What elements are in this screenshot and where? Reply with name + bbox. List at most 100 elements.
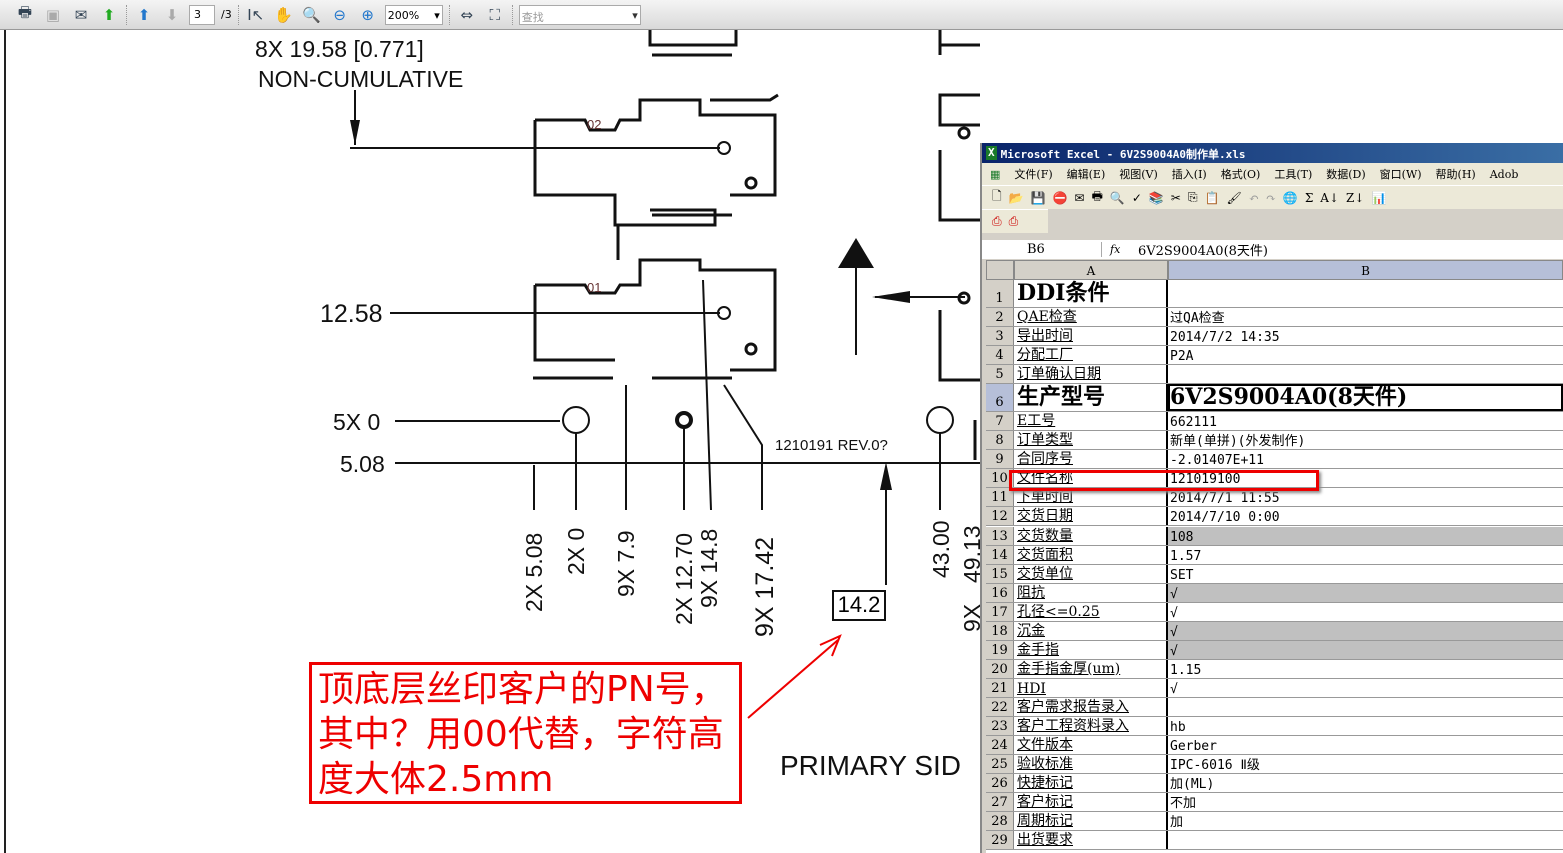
cell-b[interactable]: √ — [1168, 621, 1563, 640]
row-header[interactable]: 6 — [986, 384, 1014, 412]
paste-icon[interactable]: 📋 — [1204, 190, 1220, 205]
row-header[interactable]: 2 — [986, 308, 1014, 327]
row-header[interactable]: 17 — [986, 602, 1014, 621]
cell-a[interactable]: 客户工程资料录入 — [1014, 717, 1168, 736]
cell-b[interactable]: IPC-6016 Ⅱ级 — [1170, 758, 1260, 774]
redo-icon[interactable]: ↷ — [1265, 190, 1276, 205]
cell-b[interactable]: √ — [1168, 640, 1563, 659]
cell-a[interactable]: 金手指金厚(um) — [1014, 659, 1168, 678]
cell-a[interactable]: 出货要求 — [1014, 831, 1168, 850]
new-icon[interactable]: 🗋 — [992, 189, 1002, 203]
pdf-comment-icon[interactable]: ⎙ — [1008, 214, 1019, 228]
row-header[interactable]: 4 — [986, 346, 1014, 365]
menu-data[interactable]: 数据(D) — [1326, 168, 1366, 181]
fit-page-icon[interactable]: ⛶ — [489, 5, 500, 24]
format-painter-icon[interactable]: 🖌 — [1226, 190, 1242, 205]
cell-b[interactable]: 加 — [1170, 815, 1184, 831]
open-icon[interactable]: 📂 — [1008, 190, 1024, 205]
select-all-corner[interactable] — [986, 260, 1014, 280]
cell-b[interactable]: -2.01407E+11 — [1170, 453, 1264, 469]
menu-edit[interactable]: 编辑(E) — [1066, 168, 1106, 181]
zoom-out-icon[interactable]: ⊖ — [333, 5, 346, 24]
cell-b[interactable]: 2014/7/2 14:35 — [1170, 330, 1280, 346]
pdf-convert-icon[interactable]: ⎙ — [992, 214, 1002, 228]
cell-a[interactable]: 孔径<=0.25 — [1014, 602, 1168, 621]
email-icon[interactable]: ✉ — [1074, 190, 1085, 205]
cell-a[interactable]: 下单时间 — [1014, 488, 1168, 507]
cell-a[interactable]: 订单确认日期 — [1014, 365, 1168, 384]
row-header[interactable]: 15 — [986, 564, 1014, 583]
select-tool-icon[interactable]: I↖ — [247, 5, 265, 24]
upload-icon[interactable]: ⬆ — [102, 5, 116, 24]
cell-a[interactable]: QAE检查 — [1014, 308, 1168, 327]
cell-a[interactable]: 分配工厂 — [1014, 346, 1168, 365]
permission-icon[interactable]: ⛔ — [1052, 190, 1068, 205]
formula-input[interactable]: 6V2S9004A0(8天件) — [1138, 244, 1268, 259]
cell-a[interactable]: 金手指 — [1014, 640, 1168, 659]
cell-a[interactable]: 快捷标记 — [1014, 774, 1168, 793]
row-header[interactable]: 23 — [986, 717, 1014, 736]
cell-b[interactable]: √ — [1170, 605, 1178, 621]
menu-help[interactable]: 帮助(H) — [1435, 168, 1476, 181]
cell-a[interactable]: HDI — [1014, 678, 1168, 697]
row-header[interactable]: 24 — [986, 736, 1014, 755]
row-header[interactable]: 28 — [986, 812, 1014, 831]
menu-file[interactable]: 文件(F) — [1014, 168, 1053, 181]
cell-b[interactable]: 加(ML) — [1170, 777, 1215, 793]
name-box[interactable]: B6 — [982, 242, 1102, 257]
row-header[interactable]: 3 — [986, 327, 1014, 346]
row-header[interactable]: 1 — [986, 280, 1014, 307]
cell-a[interactable]: 沉金 — [1014, 621, 1168, 640]
row-header[interactable]: 20 — [986, 659, 1014, 678]
row-header[interactable]: 21 — [986, 678, 1014, 697]
cell-b[interactable]: √ — [1168, 583, 1563, 602]
preview-icon[interactable]: 🔍 — [1109, 190, 1125, 205]
row-header[interactable]: 8 — [986, 431, 1014, 450]
cell-a[interactable]: 交货数量 — [1014, 526, 1168, 545]
cell-a[interactable]: 文件名称 — [1014, 469, 1168, 488]
cell-b[interactable]: 过QA检查 — [1170, 311, 1225, 327]
prev-page-icon[interactable]: ⬆ — [137, 5, 151, 24]
cell-b[interactable]: hb — [1170, 720, 1186, 736]
row-header[interactable]: 25 — [986, 755, 1014, 774]
cell-b[interactable]: P2A — [1170, 349, 1194, 365]
cell-b[interactable]: 662111 — [1170, 415, 1217, 431]
hyperlink-icon[interactable]: 🌐 — [1282, 190, 1298, 205]
row-header[interactable]: 13 — [986, 526, 1014, 545]
zoom-in-icon[interactable]: ⊕ — [361, 5, 374, 24]
cell-a[interactable]: 周期标记 — [1014, 812, 1168, 831]
cell-a[interactable]: 文件版本 — [1014, 736, 1168, 755]
next-page-icon[interactable]: ⬇ — [165, 5, 179, 24]
cell-b[interactable]: 2014/7/1 11:55 — [1170, 491, 1280, 507]
menu-window[interactable]: 窗口(W) — [1379, 168, 1422, 181]
menu-tools[interactable]: 工具(T) — [1274, 168, 1313, 181]
cell-b[interactable] — [1168, 280, 1563, 307]
menu-view[interactable]: 视图(V) — [1119, 168, 1158, 181]
cell-b[interactable]: 不加 — [1170, 796, 1197, 812]
row-header[interactable]: 26 — [986, 774, 1014, 793]
menu-insert[interactable]: 插入(I) — [1171, 168, 1207, 181]
row-header[interactable]: 5 — [986, 365, 1014, 384]
row-header[interactable]: 10 — [986, 469, 1014, 488]
cell-a[interactable]: 订单类型 — [1014, 431, 1168, 450]
fit-width-icon[interactable]: ⇔ — [460, 5, 473, 24]
zoom-tool-icon[interactable]: 🔍 — [302, 5, 322, 24]
cell-a[interactable]: DDI条件 — [1014, 280, 1168, 307]
cell-a[interactable]: 阻抗 — [1014, 583, 1168, 602]
cell-b[interactable]: Gerber — [1170, 739, 1217, 755]
cell-b[interactable]: 6V2S9004A0(8天件) — [1168, 384, 1563, 412]
cell-b[interactable]: 1.15 — [1170, 662, 1202, 678]
row-header[interactable]: 14 — [986, 545, 1014, 564]
zoom-select[interactable]: 200%▾ — [384, 4, 443, 25]
cell-a[interactable]: 交货单位 — [1014, 564, 1168, 583]
sort-desc-icon[interactable]: Z↓ — [1346, 190, 1365, 205]
row-header[interactable]: 22 — [986, 697, 1014, 716]
spelling-icon[interactable]: ✓ — [1131, 190, 1142, 205]
row-header[interactable]: 12 — [986, 507, 1014, 526]
cut-icon[interactable]: ✂ — [1170, 190, 1181, 205]
cell-a[interactable]: 交货面积 — [1014, 545, 1168, 564]
sort-asc-icon[interactable]: A↓ — [1320, 190, 1340, 205]
cell-a[interactable]: 合同序号 — [1014, 450, 1168, 469]
column-header-b[interactable]: B — [1168, 260, 1563, 280]
